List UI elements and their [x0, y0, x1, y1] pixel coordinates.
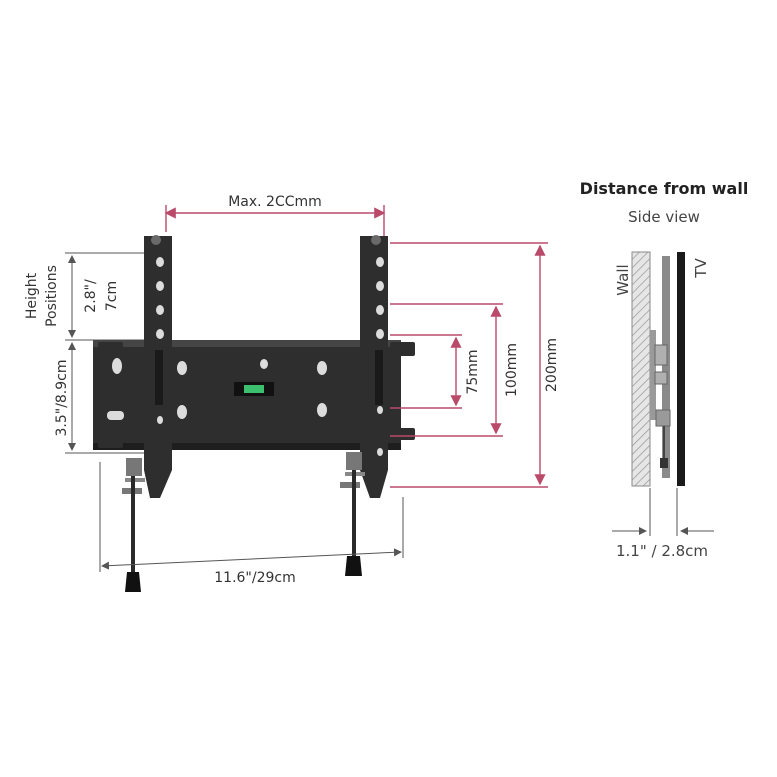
- side-view: Distance from wall Side view Wall TV 1.1…: [580, 179, 749, 560]
- wall-section: [631, 251, 651, 487]
- width-label: 11.6"/29cm: [214, 570, 295, 586]
- dim-100-label: 100mm: [504, 343, 520, 397]
- max-width-label: Max. 2CCmm: [228, 194, 322, 210]
- positions-label: Positions: [44, 265, 60, 327]
- position-spacing-dimension: 2.8"/ 7cm: [65, 252, 148, 341]
- wall-label: Wall: [614, 264, 632, 295]
- bracket-profile: [650, 256, 671, 478]
- height-label: Height: [24, 272, 40, 319]
- tv-label: TV: [692, 258, 710, 279]
- left-locking-rod: [122, 458, 145, 592]
- wall-distance-dimension: 1.1" / 2.8cm: [612, 488, 714, 560]
- wall-distance-label: 1.1" / 2.8cm: [616, 542, 708, 560]
- dim-75-label: 75mm: [465, 349, 481, 394]
- tv-panel: [677, 252, 685, 486]
- left-arm: [144, 235, 172, 498]
- dim-200-label: 200mm: [544, 338, 560, 392]
- bubble-level: [234, 382, 274, 396]
- position-spacing-label-2: 7cm: [104, 281, 120, 311]
- width-dimension: 11.6"/29cm: [99, 462, 404, 586]
- plate-height-dimension: 3.5"/8.9cm: [54, 342, 148, 454]
- position-spacing-label-1: 2.8"/: [83, 279, 99, 313]
- plate-height-label: 3.5"/8.9cm: [54, 359, 70, 436]
- max-width-dimension: Max. 2CCmm: [164, 194, 386, 240]
- front-view: Max. 2CCmm Height Positions 2.8"/ 7cm 3.…: [24, 194, 560, 592]
- side-subtitle: Side view: [628, 208, 700, 226]
- side-title: Distance from wall: [580, 179, 749, 198]
- vesa-dimensions: 200mm 100mm 75mm: [390, 242, 560, 488]
- right-arm: [360, 235, 388, 498]
- bracket-body: [93, 235, 415, 592]
